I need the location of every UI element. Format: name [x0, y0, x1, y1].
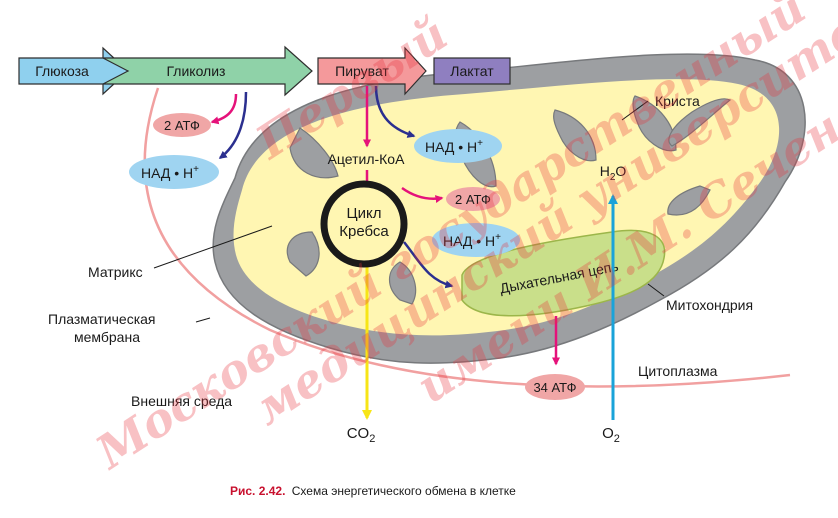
atp-badge-glycolysis: 2 АТФ	[153, 113, 211, 137]
krebs-cycle-label-line2: Кребса	[339, 223, 389, 240]
arrow-glycolysis-to-nadh	[218, 91, 248, 159]
leader-lines	[153, 100, 665, 323]
svg-text:2 АТФ: 2 АТФ	[164, 118, 200, 133]
arrow-krebs-to-atp	[401, 186, 444, 204]
figure-number: Рис. 2.42.	[230, 484, 285, 498]
svg-text:НАД • Н+: НАД • Н+	[443, 232, 501, 249]
plasma-membrane-label-line2: мембрана	[74, 329, 140, 345]
h2o-label: H2O	[600, 163, 627, 183]
cytoplasm-label: Цитоплазма	[638, 363, 718, 379]
flow-arrows	[210, 85, 618, 420]
crista-label: Криста	[655, 93, 700, 109]
acetyl-coa-label: Ацетил-КоА	[328, 151, 406, 167]
svg-text:НАД • Н+: НАД • Н+	[425, 138, 483, 155]
glucose-arrow: Глюкоза	[18, 46, 129, 96]
pyruvate-arrow: Пируват	[317, 46, 427, 96]
atp-badge-chain: 34 АТФ	[525, 374, 585, 400]
nadh-badge-krebs: НАД • Н+	[432, 223, 520, 257]
o2-label: O2	[602, 425, 620, 445]
arrow-glycolysis-to-atp	[210, 93, 238, 125]
glycolysis-label: Гликолиз	[167, 63, 226, 79]
nadh-badge-pyruvate: НАД • Н+	[414, 129, 502, 163]
krebs-cycle: Цикл Кребса	[320, 180, 408, 268]
krebs-cycle-label-line1: Цикл	[347, 205, 382, 222]
lactate-box: Лактат	[433, 57, 511, 85]
mitochondrion-label: Митохондрия	[666, 297, 753, 313]
svg-text:34 АТФ: 34 АТФ	[533, 380, 576, 395]
atp-badge-krebs: 2 АТФ	[446, 187, 500, 211]
matrix-label: Матрикс	[88, 264, 143, 280]
glycolysis-arrow: Гликолиз	[102, 45, 313, 97]
figure-caption: Рис. 2.42. Схема энергетического обмена …	[230, 484, 516, 498]
outer-environment-label: Внешняя среда	[131, 393, 232, 409]
pyruvate-label: Пируват	[335, 63, 389, 79]
figure-title: Схема энергетического обмена в клетке	[292, 484, 516, 498]
svg-text:2 АТФ: 2 АТФ	[455, 192, 491, 207]
arrow-pyruvate-to-nadh	[374, 85, 416, 138]
plasma-membrane-label-line1: Плазматическая	[48, 311, 156, 327]
svg-text:НАД • Н+: НАД • Н+	[141, 164, 199, 181]
arrow-krebs-to-resp-chain	[403, 241, 454, 289]
pathway-arrows: Глюкоза Гликолиз Пируват Лактат	[18, 45, 511, 97]
nadh-badge-glycolysis: НАД • Н+	[129, 155, 219, 189]
lactate-label: Лактат	[450, 63, 494, 79]
cristae	[286, 95, 732, 305]
glucose-label: Глюкоза	[35, 63, 89, 79]
co2-label: CO2	[347, 425, 376, 445]
